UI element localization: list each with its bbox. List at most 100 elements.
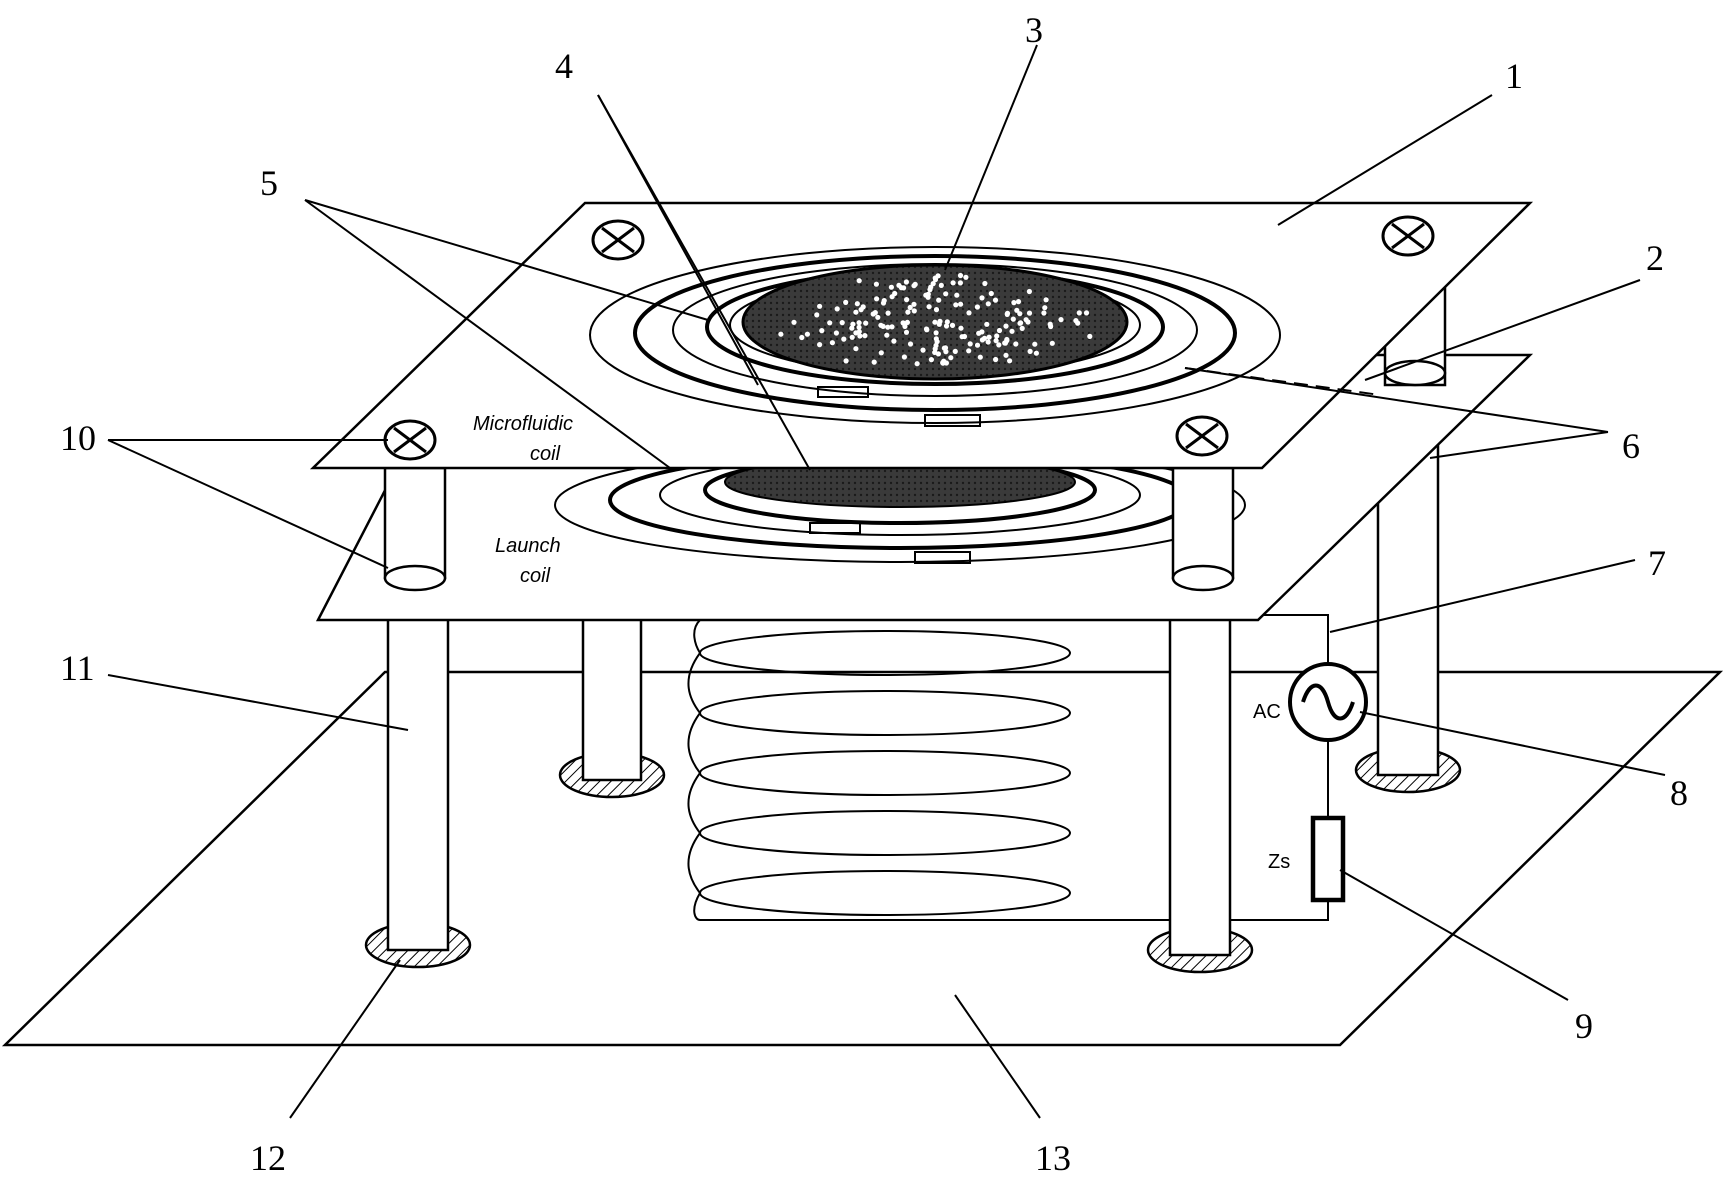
callout-5: 5 [260,163,278,203]
particle [985,301,991,307]
particle [850,321,856,327]
callout-11: 11 [60,648,95,688]
helical-coil [687,619,1240,921]
particle [1026,310,1033,316]
leader-lines [107,44,1666,1119]
callout-7: 7 [1648,543,1666,583]
particle [1049,340,1055,346]
particle [857,333,863,339]
particle [952,348,958,354]
particle [1033,350,1039,356]
particle [937,318,943,324]
particle [1010,316,1016,322]
front-right-post [1168,613,1232,957]
particle [1027,348,1033,354]
particle [819,328,825,334]
particle [889,324,895,330]
particle [799,334,805,341]
microfluidic-contact-pad-1 [817,386,869,398]
particle [993,356,999,363]
particle [1048,323,1054,330]
particle [933,330,939,336]
particle [1025,319,1031,325]
back-left-post [581,613,643,782]
particle [981,335,988,341]
particle [988,290,994,297]
particle [1043,297,1049,303]
front-left-post [386,613,450,952]
particle [889,294,895,300]
particle [941,345,948,351]
particle [957,280,964,286]
particle [863,320,869,326]
callout-6: 6 [1622,426,1640,466]
particle [856,324,862,330]
particle [950,280,956,286]
particle [839,320,845,326]
particle [875,314,881,320]
particle [963,274,969,280]
particle [1017,311,1023,317]
callout-2: 2 [1646,238,1664,278]
callout-13: 13 [1035,1138,1071,1178]
particle [923,292,929,298]
particle [914,361,920,367]
upper-left-post [383,466,447,580]
particle [853,330,859,336]
particle [885,324,891,330]
base-plate [1,670,1724,1047]
particle [911,308,917,314]
particle [932,346,938,352]
particle [878,350,884,356]
particle [974,304,981,310]
particle [961,333,968,340]
particle [778,331,784,337]
particle [994,333,1000,339]
particle [1014,307,1020,313]
particle [1019,325,1025,331]
particle [1003,323,1009,329]
particle [827,320,833,326]
particle [856,320,862,326]
callout-3: 3 [1025,10,1043,50]
particle [1075,320,1081,326]
particle [849,334,855,340]
particle [853,346,859,352]
circuit-wire-top [1240,614,1329,665]
particle [901,354,908,360]
particle [984,321,990,327]
particle [932,275,938,281]
particle [1007,358,1013,364]
particle [958,325,964,331]
particle [982,280,988,287]
callout-9: 9 [1575,1006,1593,1046]
particle [1076,310,1082,316]
particle [979,295,985,301]
screw-icon [383,419,437,461]
particle [953,302,959,308]
particle [974,342,981,348]
particle [1041,310,1047,316]
particle [833,330,840,336]
callout-10: 10 [60,418,96,458]
particle [920,347,926,353]
particle [938,282,944,288]
particle [966,310,972,316]
particle [905,309,911,315]
particle [873,281,880,287]
launch-coil-label-line2: coil [520,565,551,587]
particle [849,325,855,331]
particle [967,341,973,347]
particle [1032,341,1038,347]
particle [1026,288,1032,295]
particle [996,342,1002,348]
particle [926,304,932,310]
particle [862,333,868,339]
particle [874,296,880,302]
particle [911,283,917,289]
particle [888,284,895,290]
particle [843,358,849,364]
particle [817,303,823,309]
particle [928,284,934,290]
